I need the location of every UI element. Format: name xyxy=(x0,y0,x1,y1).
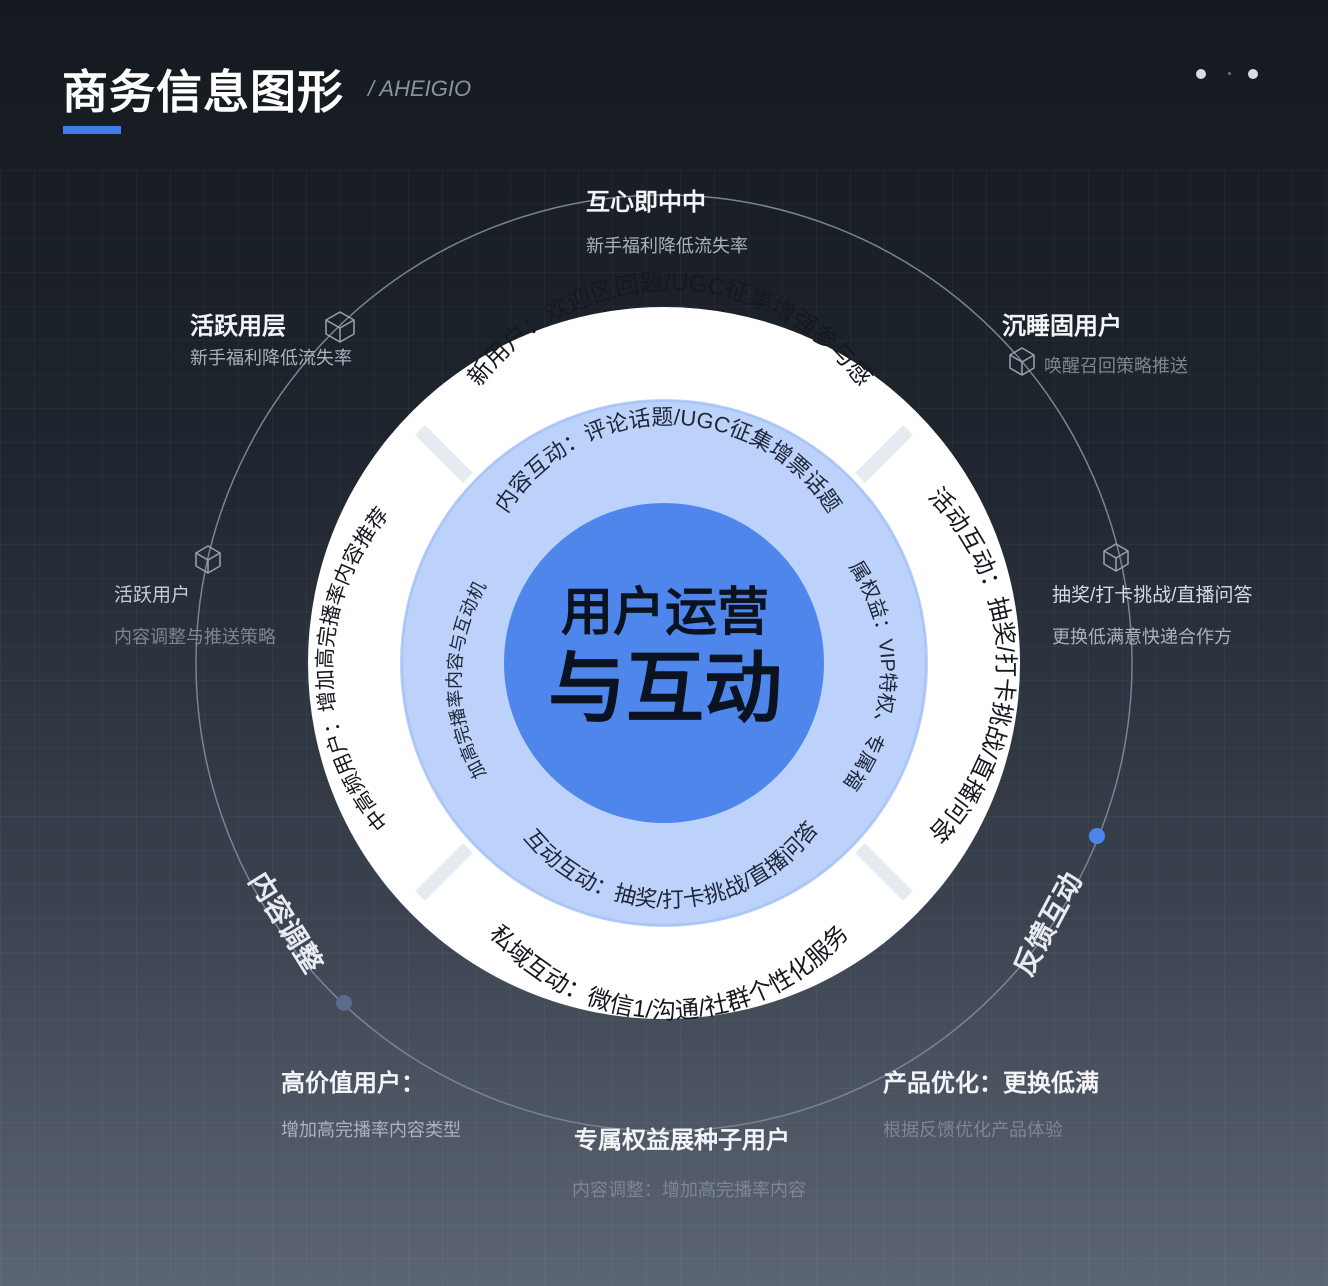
node-top-right-title: 沉睡固用户 xyxy=(1002,313,1122,340)
page-subtitle: / AHEIGIO xyxy=(368,76,472,101)
title-accent-bar xyxy=(63,126,121,134)
node-top-sub: 新手福利降低流失率 xyxy=(586,236,748,256)
outer-orbit xyxy=(195,194,1133,1132)
node-bottom-right-sub: 根据反馈优化产品体验 xyxy=(883,1120,1063,1140)
cube-icon xyxy=(325,311,355,343)
cube-icon xyxy=(195,545,221,574)
node-bottom-left-title: 高价值用户： xyxy=(281,1070,425,1097)
arc-label-left: 内容调整 xyxy=(243,866,329,978)
center-title-line1: 用户运营 xyxy=(560,584,769,642)
node-top-right-sub: 唤醒召回策略推送 xyxy=(1044,356,1188,376)
page-dot-separator xyxy=(1228,72,1231,75)
core-circle xyxy=(504,503,824,823)
node-right-title: 抽奖/打卡挑战/直播问答 xyxy=(1052,585,1253,606)
node-top-title: 互心即中中 xyxy=(586,189,706,216)
node-bottom-sub: 内容调整：增加高完播率内容 xyxy=(572,1180,806,1200)
page-dot-2[interactable] xyxy=(1248,69,1258,79)
node-right-sub: 更换低满意快递合作方 xyxy=(1052,627,1232,647)
node-bottom-title: 专属权益展种子用户 xyxy=(574,1127,790,1154)
node-left-title: 活跃用户 xyxy=(114,585,191,606)
node-top-left-sub: 新手福利降低流失率 xyxy=(190,348,352,368)
cube-icon xyxy=(1009,347,1035,376)
node-bottom-left-sub: 增加高完播率内容类型 xyxy=(281,1120,461,1140)
node-top-left-title: 活跃用层 xyxy=(190,313,286,340)
node-bottom-right-title: 产品优化：更换低满 xyxy=(883,1070,1099,1097)
ring-separators xyxy=(415,425,913,901)
center-title: 用户运营 与互动 xyxy=(505,583,825,733)
cube-icon xyxy=(1103,543,1129,572)
arc-label-right: 反馈互动 xyxy=(1008,867,1088,980)
center-title-line2: 与互动 xyxy=(547,644,782,732)
page-dot-1[interactable] xyxy=(1196,69,1206,79)
pagination-dots[interactable] xyxy=(1194,66,1264,82)
orbit-marker-right xyxy=(1089,828,1105,844)
orbit-marker-left xyxy=(336,995,352,1011)
page-title: 商务信息图形 xyxy=(62,66,344,118)
node-left-sub: 内容调整与推送策略 xyxy=(114,627,276,647)
